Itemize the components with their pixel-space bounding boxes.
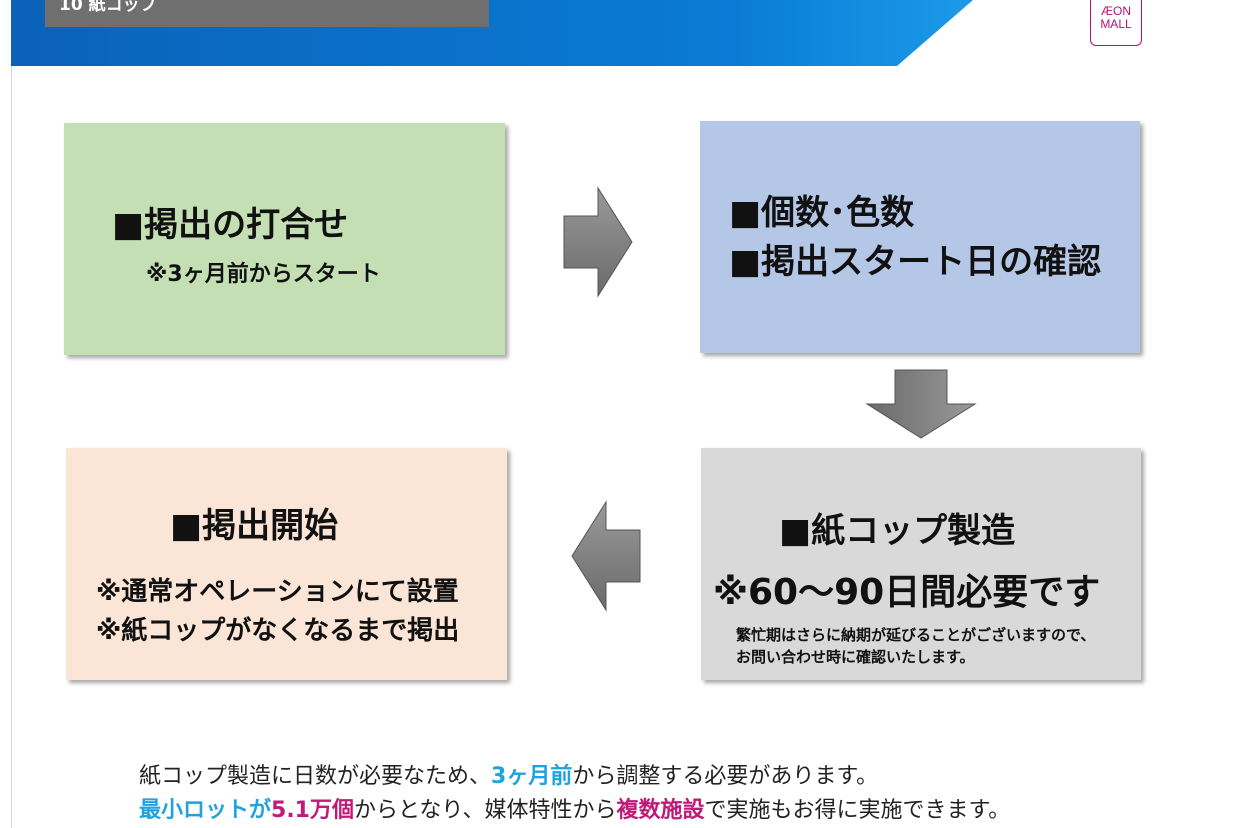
aeon-mall-logo: ÆON MALL xyxy=(1090,0,1142,46)
footer-line1-text-b: から調整する必要があります。 xyxy=(572,764,879,789)
step3-title: ■紙コップ製造 xyxy=(779,511,1016,551)
logo-text-aeon: ÆON xyxy=(1101,4,1131,18)
footer-line-1: 紙コップ製造に日数が必要なため、3ヶ月前から調整する必要があります。 xyxy=(139,758,878,790)
step3-duration: ※60～90日間必要です xyxy=(713,572,1101,613)
footer-line1-text-a: 紙コップ製造に日数が必要なため、 xyxy=(139,764,492,789)
step1-note: ※3ヶ月前からスタート xyxy=(146,262,381,287)
footer-line2-highlight-c: 複数施設 xyxy=(616,798,705,823)
footer-line2-text-b: で実施もお得に実施できます。 xyxy=(704,798,1011,823)
step4-title: ■掲出開始 xyxy=(170,506,339,546)
step-box-confirmation: ■個数･色数 ■掲出スタート日の確認 xyxy=(700,121,1140,353)
step-box-manufacturing: ■紙コップ製造 ※60～90日間必要です 繁忙期はさらに納期が延びることがござい… xyxy=(701,448,1141,680)
step4-note-line1: ※通常オペレーションにて設置 xyxy=(96,577,459,607)
arrow-down-icon xyxy=(865,369,977,439)
footer-line-2: 最小ロットが5.1万個からとなり、媒体特性から複数施設で実施もお得に実施できます… xyxy=(139,792,1010,824)
footer-line1-highlight: 3ヶ月前 xyxy=(491,764,573,789)
step1-title: ■掲出の打合せ xyxy=(112,205,349,245)
logo-text-mall: MALL xyxy=(1100,17,1132,31)
arrow-right-icon xyxy=(563,186,633,298)
footer-line2-text-a: からとなり、媒体特性から xyxy=(354,798,617,823)
footer-line2-highlight-b: 5.1万個 xyxy=(271,798,354,823)
step2-line2: ■掲出スタート日の確認 xyxy=(729,242,1102,282)
step3-note-line1: 繁忙期はさらに納期が延びることがございますので、 xyxy=(736,626,1096,644)
step-box-meeting: ■掲出の打合せ ※3ヶ月前からスタート xyxy=(64,123,505,355)
step3-note-line2: お問い合わせ時に確認いたします。 xyxy=(736,648,975,666)
step-box-start-display: ■掲出開始 ※通常オペレーションにて設置 ※紙コップがなくなるまで掲出 xyxy=(66,448,507,680)
step2-line1: ■個数･色数 xyxy=(729,193,915,233)
step4-note-line2: ※紙コップがなくなるまで掲出 xyxy=(96,616,460,646)
arrow-left-icon xyxy=(571,500,641,612)
section-label: 10 紙コップ xyxy=(45,0,489,27)
footer-line2-highlight-a: 最小ロットが xyxy=(139,798,272,823)
